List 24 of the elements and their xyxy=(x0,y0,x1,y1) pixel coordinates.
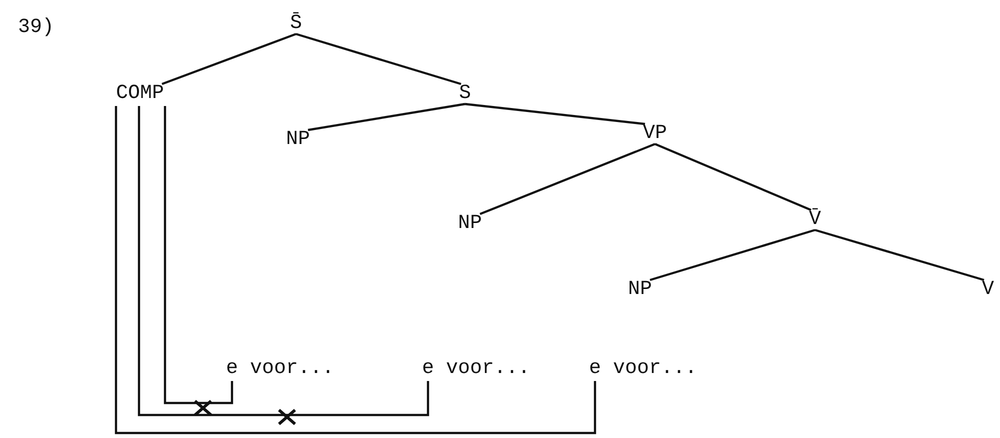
tree-node-label: VP xyxy=(643,122,667,146)
tree-branch xyxy=(650,228,816,282)
tree-branch xyxy=(464,102,646,126)
tree-node-label: NP xyxy=(458,212,482,236)
movement-line xyxy=(138,106,430,416)
tree-node-label: NP xyxy=(628,278,652,302)
trace-phrase: e voor... xyxy=(589,357,698,381)
tree-branch xyxy=(814,228,984,282)
tree-branch xyxy=(308,102,466,132)
trace-phrase: e voor... xyxy=(226,357,334,381)
movement-line xyxy=(114,106,596,434)
tree-branch xyxy=(296,32,462,86)
movement-line xyxy=(164,106,234,404)
tree-node-label: COMP xyxy=(116,82,164,106)
example-number: 39) xyxy=(18,16,54,40)
tree-branch xyxy=(654,142,812,212)
tree-branch xyxy=(162,32,296,86)
tree-node-label: V xyxy=(982,278,994,302)
tree-node-label: S̄ xyxy=(290,12,302,36)
tree-node-label: NP xyxy=(286,128,310,152)
tree-node-label: S xyxy=(459,82,471,106)
tree-branch xyxy=(480,142,656,216)
trace-phrase: e voor... xyxy=(422,357,530,381)
tree-node-label: V̄ xyxy=(809,208,821,232)
